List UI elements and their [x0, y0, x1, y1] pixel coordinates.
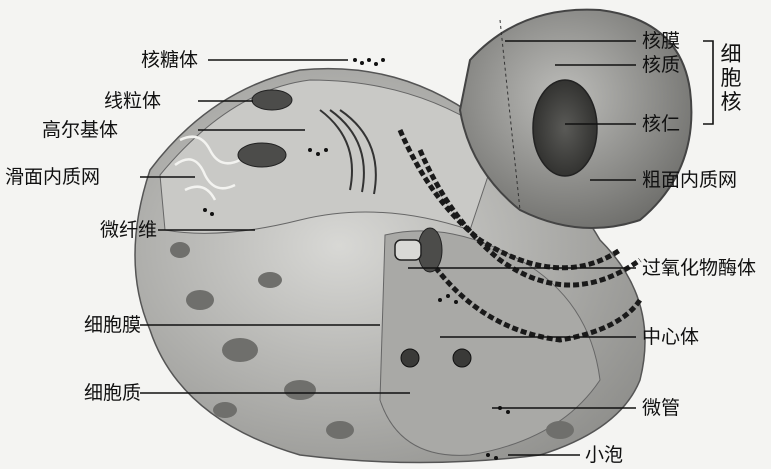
peroxisome [395, 240, 421, 260]
label-cell-membrane: 细胞膜 [84, 316, 141, 335]
label-microfilament: 微纤维 [100, 221, 157, 240]
nucleus-group-char-3: 核 [718, 90, 744, 114]
label-microtubule: 微管 [642, 399, 680, 418]
label-peroxisome: 过氧化物酶体 [642, 259, 756, 278]
nucleus-group-char-2: 胞 [718, 66, 744, 90]
label-nucleoplasm: 核质 [642, 56, 680, 75]
label-cytoplasm: 细胞质 [84, 384, 141, 403]
label-smooth-er: 滑面内质网 [5, 168, 100, 187]
nucleus-group-label: 细 胞 核 [718, 42, 744, 114]
nucleus-group-char-1: 细 [718, 42, 744, 66]
label-ribosome: 核糖体 [141, 51, 198, 70]
label-nuclear-envelope: 核膜 [642, 32, 680, 51]
label-golgi: 高尔基体 [42, 121, 118, 140]
label-centrosome: 中心体 [642, 328, 699, 347]
label-mitochondrion: 线粒体 [104, 92, 161, 111]
label-nucleolus: 核仁 [642, 115, 680, 134]
label-rough-er: 粗面内质网 [642, 171, 737, 190]
label-vesicle: 小泡 [585, 446, 623, 465]
